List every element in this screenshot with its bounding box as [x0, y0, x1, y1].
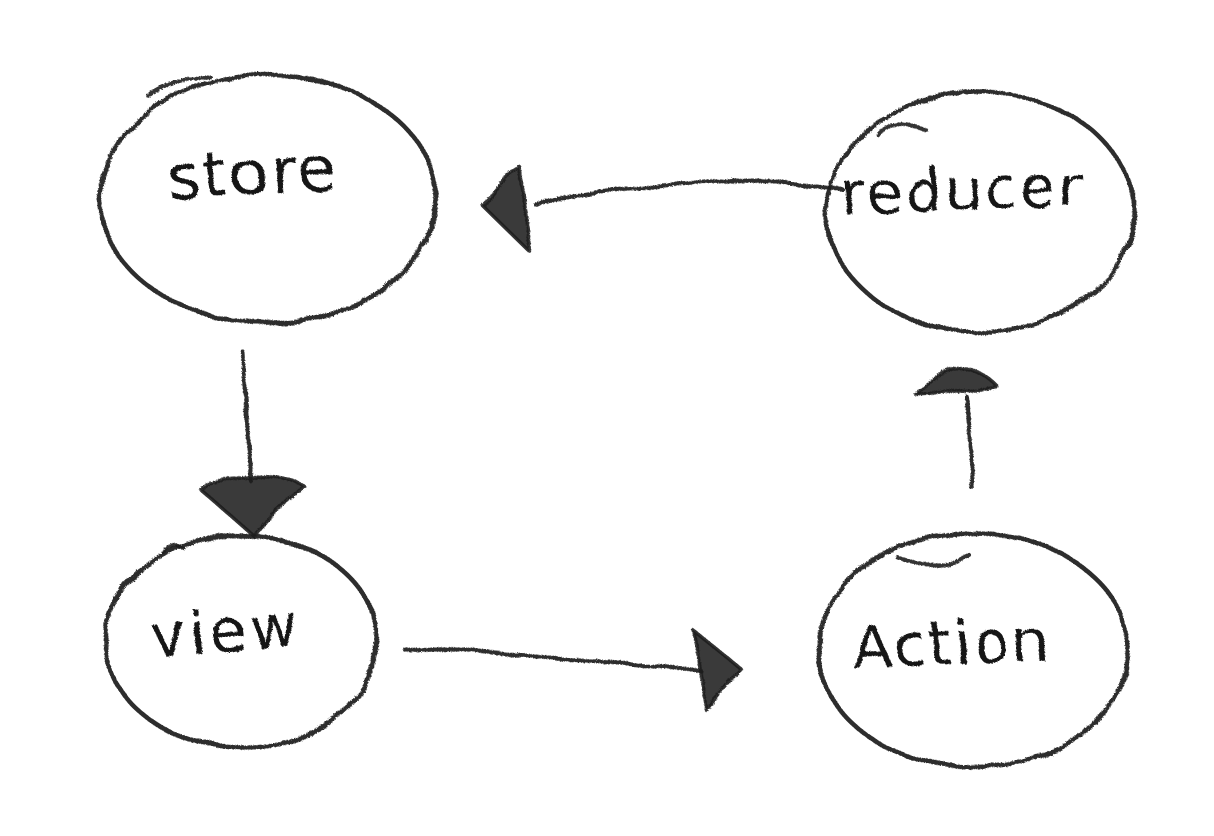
edge-view-to-action-line [402, 647, 702, 672]
edge-reducer-to-store-arrowhead [480, 165, 532, 254]
node-view-outline [102, 532, 380, 750]
node-action-overlap-stroke [896, 554, 972, 567]
node-store-overlap-stroke [146, 75, 212, 98]
node-store-label: store [165, 132, 340, 214]
edge-action-to-reducer-arrowhead [913, 366, 999, 396]
node-view: view [102, 532, 380, 750]
node-action: Action [815, 530, 1131, 770]
edge-reducer-to-store [480, 165, 845, 254]
node-reducer-outline [824, 89, 1136, 335]
node-reducer: reducer [824, 89, 1136, 335]
node-reducer-label: reducer [840, 152, 1086, 228]
edge-store-to-view-line [241, 350, 254, 484]
edge-reducer-to-store-line [533, 179, 845, 206]
node-action-label: Action [851, 607, 1053, 682]
node-store-outline [97, 72, 439, 326]
node-store: store [97, 72, 439, 326]
edge-view-to-action [402, 628, 742, 712]
edge-store-to-view-arrowhead [199, 474, 306, 537]
edge-action-to-reducer-line [965, 395, 975, 491]
edge-action-to-reducer [913, 366, 999, 491]
edge-store-to-view [199, 350, 306, 537]
node-view-label: view [148, 591, 304, 674]
node-action-outline [815, 530, 1131, 770]
node-view-overlap-stroke [161, 543, 185, 554]
edge-view-to-action-arrowhead [691, 628, 742, 712]
node-reducer-overlap-stroke [877, 123, 928, 138]
